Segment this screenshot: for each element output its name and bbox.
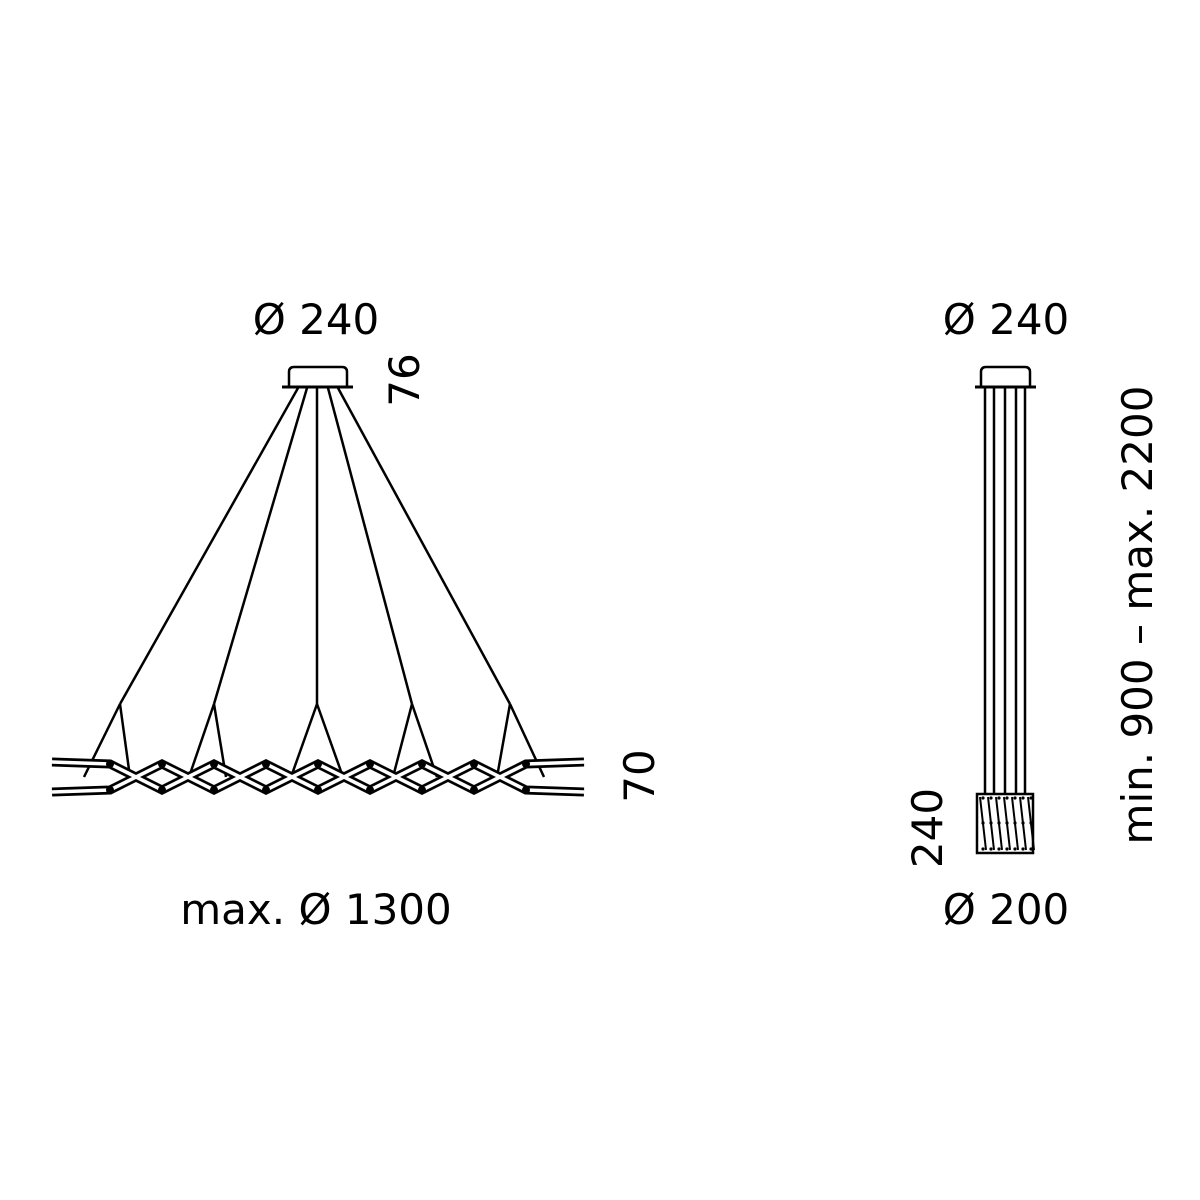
lattice-joint [470, 760, 478, 768]
lattice-joint [106, 786, 114, 794]
cable-branch [118, 703, 132, 778]
hatch-dot [1029, 821, 1033, 825]
hatch-dot [997, 821, 1001, 825]
right-body-diameter-label: Ø 200 [943, 885, 1070, 934]
right-suspension-length-label: min. 900 – max. 2200 [1113, 386, 1162, 845]
right-body [975, 792, 1035, 855]
cable-branch [495, 703, 512, 778]
lattice-joint [470, 786, 478, 794]
lattice-joint [366, 760, 374, 768]
cable-branch [187, 703, 216, 778]
right-body-height-label: 240 [903, 788, 952, 868]
cable [336, 387, 512, 705]
lattice-joint [262, 760, 270, 768]
hatch-dot [1021, 796, 1025, 800]
hatch-dot [1029, 796, 1033, 800]
left-canopy [287, 365, 349, 386]
cable-branch [289, 703, 319, 778]
lattice-joint [158, 786, 166, 794]
left-canopy-height-label: 76 [380, 353, 429, 406]
hatch-dot [981, 821, 985, 825]
cable [118, 387, 300, 705]
left-canopy-diameter-label: Ø 240 [253, 295, 380, 344]
lattice-joint [262, 786, 270, 794]
hatch-dot [1013, 796, 1017, 800]
lattice-joint [366, 786, 374, 794]
hatch-dot [1013, 821, 1017, 825]
right-canopy-diameter-label: Ø 240 [943, 295, 1070, 344]
lattice-joint [210, 786, 218, 794]
lattice-joint [158, 760, 166, 768]
left-lattice [51, 757, 585, 797]
cable [212, 387, 309, 705]
left-cables [82, 387, 546, 778]
hatch-dot [989, 796, 993, 800]
lattice-joint [522, 786, 530, 794]
right-body-hatching [979, 796, 1035, 851]
lattice-joint [210, 760, 218, 768]
hatch-dot [997, 796, 1001, 800]
cable-branch [315, 703, 345, 778]
hatch-dot [1013, 847, 1017, 851]
lattice-joint [106, 760, 114, 768]
hatch-dot [1021, 821, 1025, 825]
lattice-joint [522, 760, 530, 768]
hatch-dot [1005, 821, 1009, 825]
left-lattice-height-label: 70 [615, 749, 664, 802]
hatch-dot [981, 796, 985, 800]
hatch-dot [997, 847, 1001, 851]
hatch-dot [1005, 847, 1009, 851]
left-lamp-view [51, 365, 585, 797]
hatch-dot [989, 821, 993, 825]
right-lamp-view [975, 365, 1036, 855]
hatch-dot [1021, 847, 1025, 851]
cable [326, 387, 414, 705]
left-max-diameter-label: max. Ø 1300 [180, 885, 452, 934]
lattice-joint [418, 786, 426, 794]
lattice-joint [418, 760, 426, 768]
right-rods [983, 388, 1027, 794]
hatch-dot [989, 847, 993, 851]
lattice-joint [314, 760, 322, 768]
lattice-joint [314, 786, 322, 794]
cable-branch [391, 703, 414, 778]
hatch-dot [1029, 847, 1033, 851]
right-canopy [979, 365, 1032, 386]
hatch-dot [1005, 796, 1009, 800]
hatch-dot [981, 847, 985, 851]
